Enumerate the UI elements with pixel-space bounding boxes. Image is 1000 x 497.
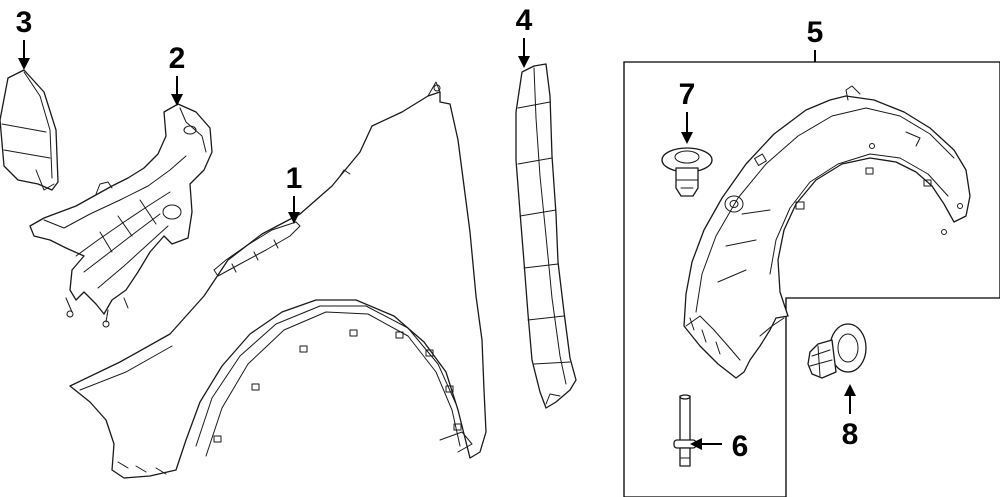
- leader-2: [171, 76, 183, 106]
- leader-8: [844, 384, 856, 414]
- callout-5: 5: [807, 16, 824, 49]
- callout-6: 6: [732, 430, 749, 463]
- callout-3: 3: [16, 6, 33, 39]
- leader-7: [681, 112, 693, 144]
- part-3-splash-shield: [0, 69, 59, 191]
- callout-7: 7: [679, 78, 696, 111]
- part-6-retainer-pin: [673, 394, 697, 467]
- callout-4: 4: [516, 4, 533, 37]
- part-4-fender-insulator: [515, 63, 577, 409]
- part-5-fender-liner: [683, 85, 971, 379]
- leader-6: [690, 438, 722, 450]
- callout-8: 8: [842, 418, 859, 451]
- part-7-push-clip: [661, 147, 713, 197]
- part-1-front-fender: [69, 81, 487, 479]
- callout-1: 1: [286, 162, 303, 195]
- leader-4: [518, 38, 530, 68]
- part-2-fender-bracket: [29, 103, 213, 328]
- leader-3: [18, 40, 30, 70]
- part-8-screw-grommet: [807, 323, 867, 379]
- callout-2: 2: [169, 42, 186, 75]
- part-5-group-frame: [623, 61, 1000, 497]
- leader-1: [288, 196, 300, 224]
